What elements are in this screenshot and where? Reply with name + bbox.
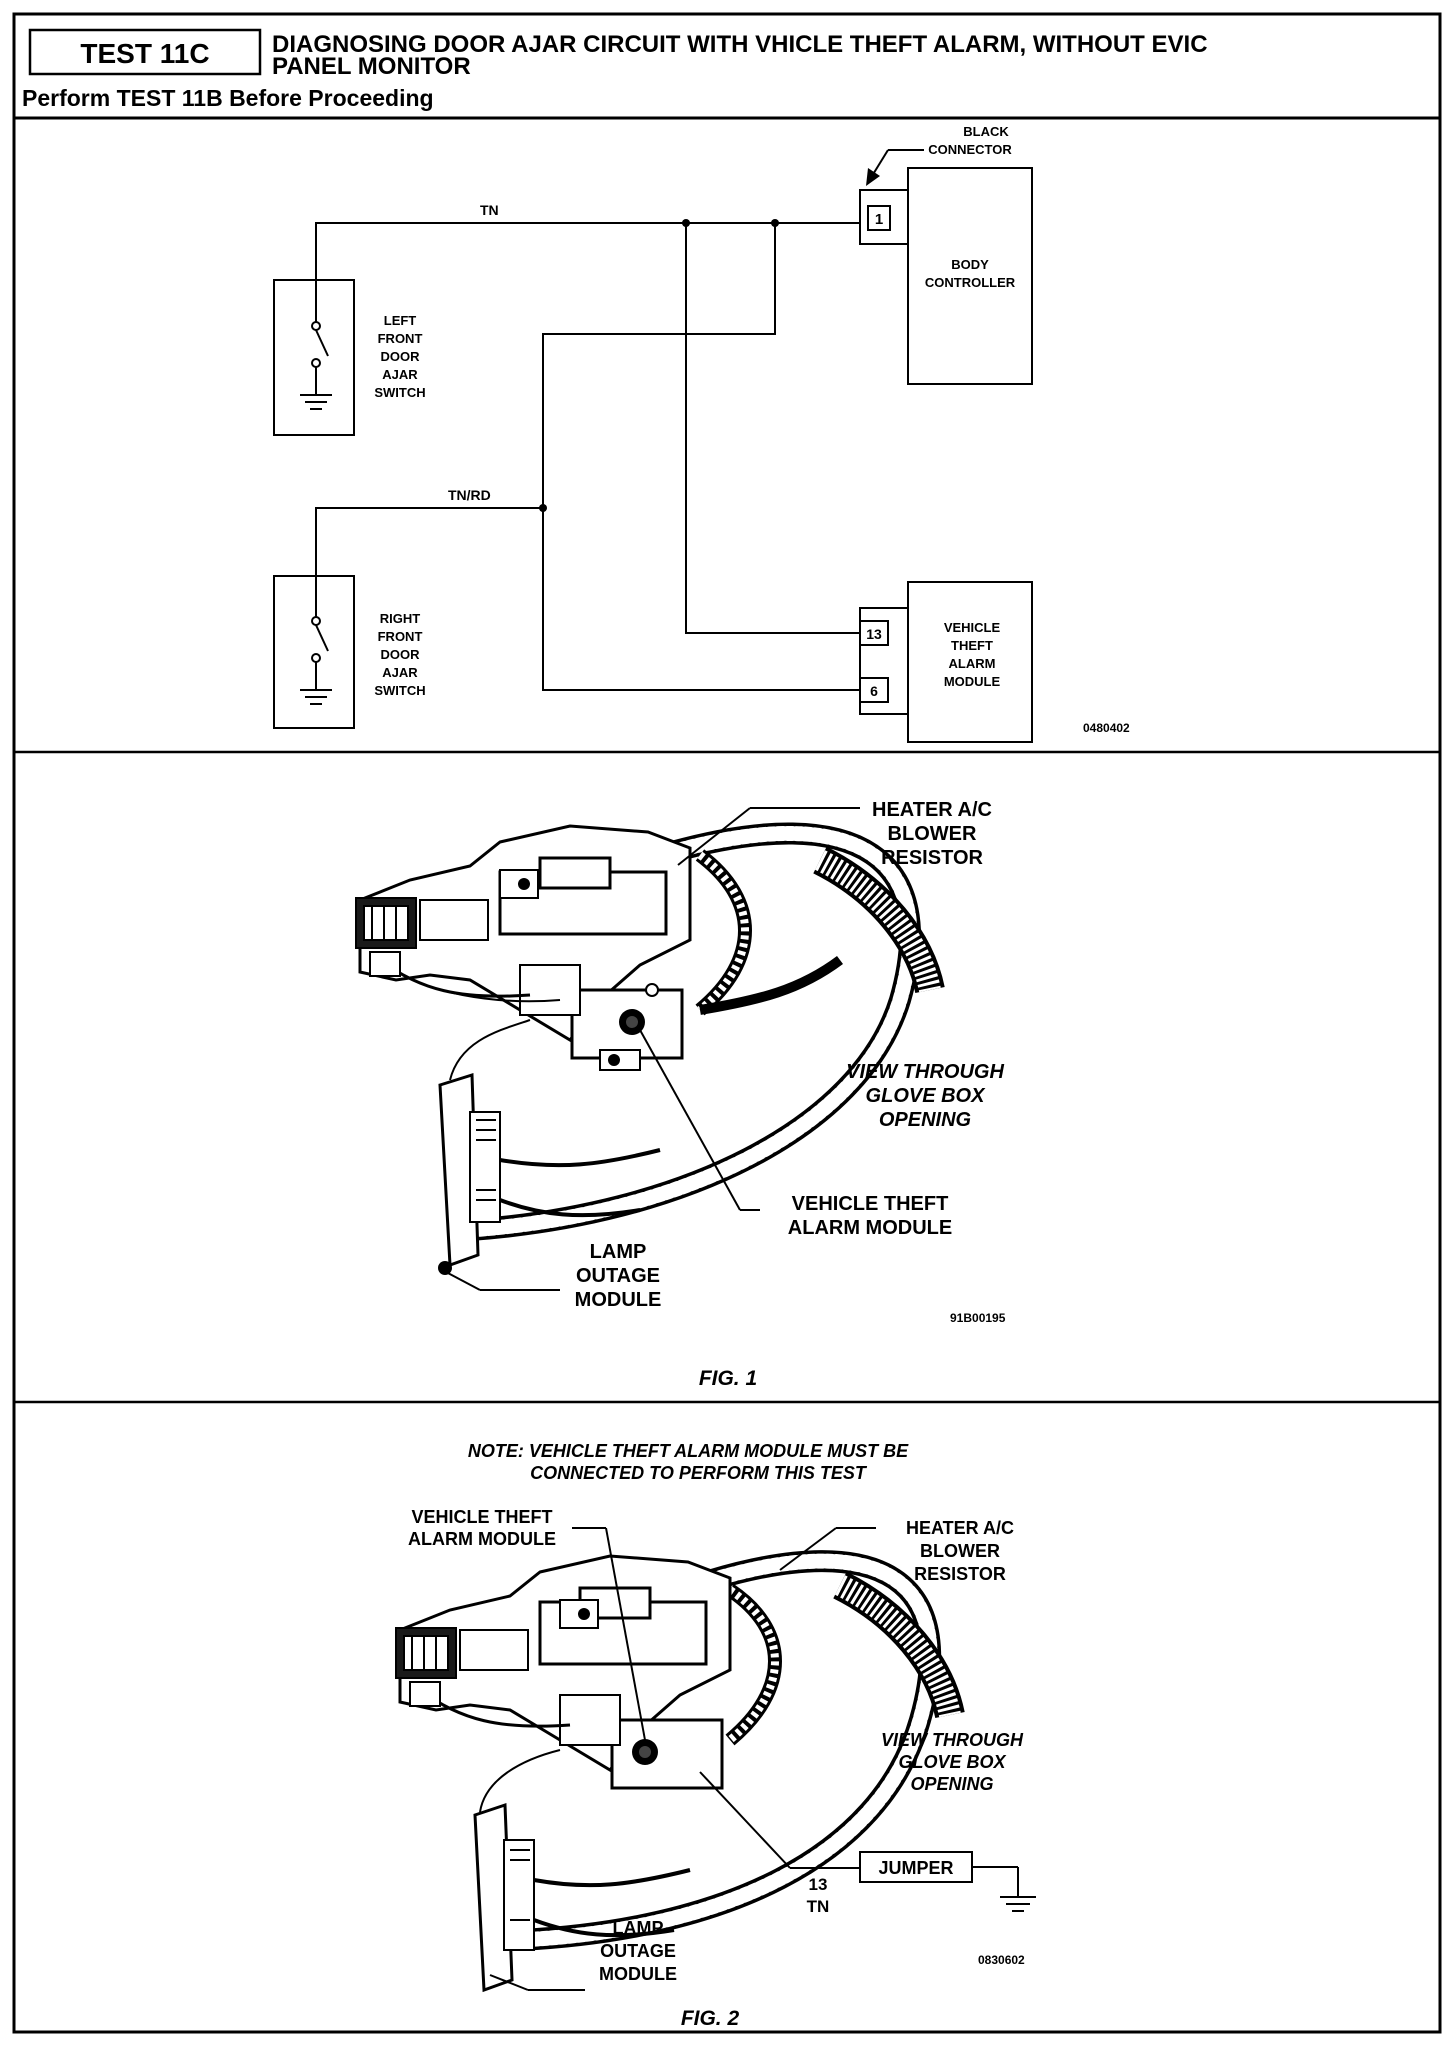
- black-connector-label: BLACK CONNECTOR: [928, 124, 1012, 157]
- splice-dots: [539, 219, 779, 512]
- svg-text:MODULE: MODULE: [944, 674, 1001, 689]
- left-switch-label: LEFT FRONT DOOR AJAR SWITCH: [374, 313, 425, 400]
- body-controller-pin-1: 1: [875, 211, 883, 228]
- svg-text:LAMP: LAMP: [613, 1918, 664, 1938]
- svg-text:SWITCH: SWITCH: [374, 385, 425, 400]
- svg-text:HEATER A/C: HEATER A/C: [872, 799, 992, 821]
- svg-text:BODY: BODY: [951, 257, 989, 272]
- svg-text:BLOWER: BLOWER: [920, 1541, 1000, 1561]
- svg-text:OPENING: OPENING: [879, 1109, 971, 1131]
- svg-text:VIEW THROUGH: VIEW THROUGH: [881, 1730, 1024, 1750]
- fig2-lamp-label: LAMP OUTAGE MODULE: [599, 1918, 677, 1984]
- svg-text:LAMP: LAMP: [590, 1241, 647, 1263]
- page-title-line1: DIAGNOSING DOOR AJAR CIRCUIT WITH VHICLE…: [272, 31, 1208, 58]
- svg-text:RESISTOR: RESISTOR: [881, 847, 983, 869]
- fig1-illustration: [355, 822, 945, 1275]
- svg-text:VIEW THROUGH: VIEW THROUGH: [846, 1061, 1004, 1083]
- svg-text:NOTE: VEHICLE THEFT ALARM MOD: NOTE: VEHICLE THEFT ALARM MODULE MUST BE: [468, 1441, 909, 1461]
- body-controller: [859, 167, 1033, 385]
- svg-text:VEHICLE: VEHICLE: [944, 620, 1001, 635]
- fig1-heater-label: HEATER A/C BLOWER RESISTOR: [872, 799, 992, 869]
- svg-text:ALARM MODULE: ALARM MODULE: [408, 1529, 556, 1549]
- svg-text:VEHICLE THEFT: VEHICLE THEFT: [792, 1193, 949, 1215]
- svg-text:DOOR: DOOR: [381, 647, 421, 662]
- wiring-schematic: [315, 222, 860, 691]
- fig2-caption: FIG. 2: [681, 2007, 740, 2030]
- svg-text:ALARM: ALARM: [949, 656, 996, 671]
- jumper-box: JUMPER: [859, 1851, 973, 1883]
- svg-text:OUTAGE: OUTAGE: [576, 1265, 660, 1287]
- svg-text:VEHICLE THEFT: VEHICLE THEFT: [411, 1507, 552, 1527]
- wire-tn-label: TN: [480, 202, 499, 218]
- page-frame: [12, 12, 1442, 2034]
- svg-text:OPENING: OPENING: [910, 1774, 993, 1794]
- svg-text:SWITCH: SWITCH: [374, 683, 425, 698]
- svg-text:AJAR: AJAR: [382, 367, 418, 382]
- left-door-switch: [273, 279, 355, 436]
- svg-text:HEATER A/C: HEATER A/C: [906, 1518, 1014, 1538]
- black-connector-arrow: [866, 149, 924, 186]
- fig1-ref-number: 91B00195: [950, 1311, 1006, 1325]
- vta-module-label: VEHICLE THEFT ALARM MODULE: [944, 620, 1001, 689]
- wire-branch-upper: [542, 223, 776, 508]
- fig1-view-label: VIEW THROUGH GLOVE BOX OPENING: [846, 1061, 1004, 1131]
- wire-tn: [315, 222, 860, 300]
- svg-text:LEFT: LEFT: [384, 313, 417, 328]
- svg-text:OUTAGE: OUTAGE: [600, 1941, 676, 1961]
- svg-text:BLACK: BLACK: [963, 124, 1009, 139]
- svg-text:MODULE: MODULE: [575, 1289, 662, 1311]
- right-switch-label: RIGHT FRONT DOOR AJAR SWITCH: [374, 611, 425, 698]
- fig2-vta-label: VEHICLE THEFT ALARM MODULE: [408, 1507, 556, 1549]
- page-title-line2: PANEL MONITOR: [272, 53, 471, 80]
- schematic-ref-number: 0480402: [1083, 721, 1130, 735]
- fig1-leaders: [445, 807, 860, 1291]
- fig2-wire-tn: TN: [807, 1897, 830, 1916]
- svg-text:CONTROLLER: CONTROLLER: [925, 275, 1016, 290]
- wire-tn-rd-label: TN/RD: [448, 487, 491, 503]
- svg-text:GLOVE BOX: GLOVE BOX: [898, 1752, 1006, 1772]
- svg-text:BLOWER: BLOWER: [888, 823, 977, 845]
- svg-text:DOOR: DOOR: [381, 349, 421, 364]
- fig1-lamp-label: LAMP OUTAGE MODULE: [575, 1241, 662, 1311]
- fig2-heater-label: HEATER A/C BLOWER RESISTOR: [906, 1518, 1014, 1584]
- ground-symbol: [972, 1866, 1036, 1912]
- svg-text:MODULE: MODULE: [599, 1964, 677, 1984]
- fig1-vta-label: VEHICLE THEFT ALARM MODULE: [788, 1193, 952, 1239]
- svg-text:GLOVE BOX: GLOVE BOX: [866, 1085, 987, 1107]
- fig2-note: NOTE: VEHICLE THEFT ALARM MODULE MUST BE…: [468, 1441, 909, 1483]
- svg-text:FRONT: FRONT: [378, 629, 423, 644]
- fig2-illustration: [395, 1550, 965, 1993]
- svg-text:THEFT: THEFT: [951, 638, 993, 653]
- vta-pin-13: 13: [866, 626, 882, 642]
- svg-text:RIGHT: RIGHT: [380, 611, 421, 626]
- wire-to-pin-13: [685, 223, 860, 634]
- vta-module: [859, 581, 1033, 743]
- svg-text:CONNECTED TO PERFORM THIS TEST: CONNECTED TO PERFORM THIS TEST: [530, 1463, 868, 1483]
- prereq-note: Perform TEST 11B Before Proceeding: [22, 85, 434, 111]
- body-controller-label: BODY CONTROLLER: [925, 257, 1016, 290]
- fig2-leaders: [489, 1527, 876, 1991]
- svg-text:FRONT: FRONT: [378, 331, 423, 346]
- svg-text:RESISTOR: RESISTOR: [914, 1564, 1006, 1584]
- svg-text:ALARM MODULE: ALARM MODULE: [788, 1217, 952, 1239]
- fig2-ref-number: 0830602: [978, 1953, 1025, 1967]
- wire-to-pin-6: [542, 508, 860, 691]
- svg-text:CONNECTOR: CONNECTOR: [928, 142, 1012, 157]
- test-id-box: TEST 11C: [28, 28, 262, 76]
- right-door-switch: [273, 575, 355, 729]
- jumper-label: JUMPER: [878, 1858, 953, 1878]
- svg-text:AJAR: AJAR: [382, 665, 418, 680]
- vta-pin-6: 6: [870, 683, 878, 699]
- fig2-view-label: VIEW THROUGH GLOVE BOX OPENING: [881, 1730, 1024, 1794]
- fig1-caption: FIG. 1: [699, 1367, 757, 1390]
- fig2-pin-13: 13: [809, 1875, 828, 1894]
- test-id: TEST 11C: [80, 38, 209, 69]
